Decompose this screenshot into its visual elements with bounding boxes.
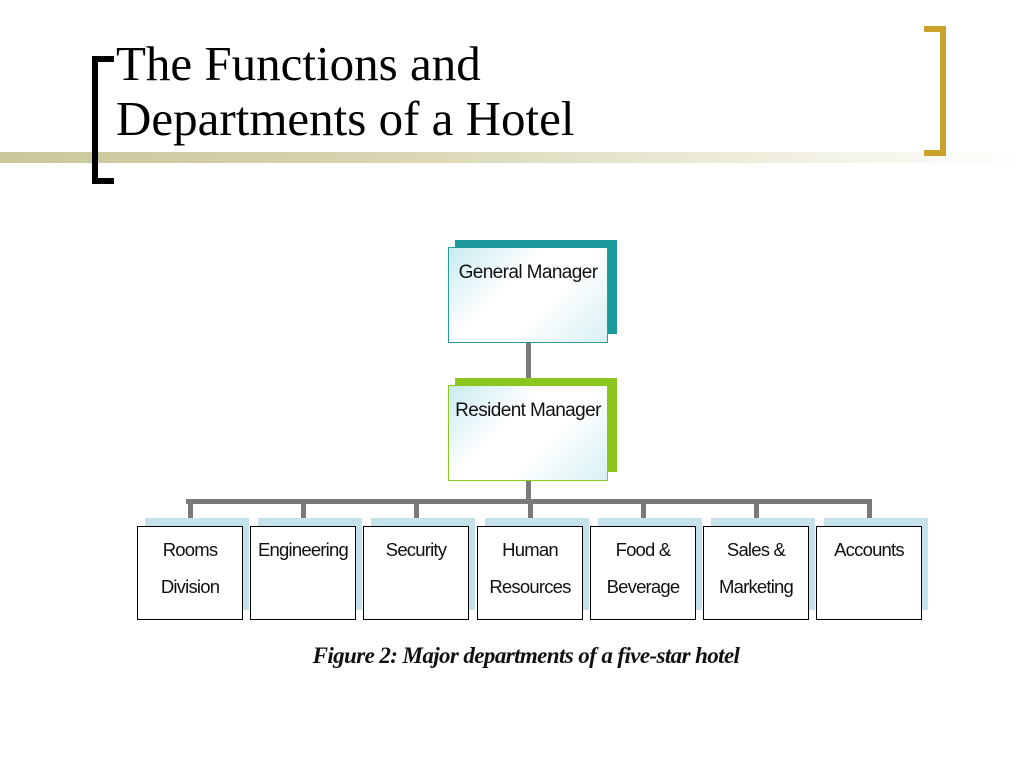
title-underline-stripe xyxy=(0,152,1024,163)
connector-drop xyxy=(301,502,306,520)
department-box: Engineering xyxy=(250,526,356,620)
connector-bus xyxy=(186,499,872,504)
department-box: Food & Beverage xyxy=(590,526,696,620)
connector-drop xyxy=(188,502,193,520)
department-label-line: Food & xyxy=(615,539,672,560)
slide-title: The Functions and Departments of a Hotel xyxy=(116,36,575,146)
figure-caption: Figure 2: Major departments of a five-st… xyxy=(312,643,740,668)
left-bracket-decoration xyxy=(92,56,114,184)
department-label-line: Human xyxy=(502,539,558,560)
resident-manager-box: Resident Manager xyxy=(448,385,608,481)
department-label-line: Beverage xyxy=(606,576,681,597)
department-label-line: Engineering xyxy=(258,539,349,560)
department-label-line: Resources xyxy=(489,576,571,597)
connector-drop xyxy=(754,502,759,520)
department-label-line: Rooms xyxy=(162,539,218,560)
connector-gm-rm xyxy=(526,342,531,382)
department-label-line: Security xyxy=(385,539,447,560)
resident-manager-label: Resident Manager xyxy=(455,400,601,421)
department-box: Accounts xyxy=(816,526,922,620)
department-label-line: Sales & xyxy=(726,539,786,560)
connector-drop xyxy=(867,502,872,520)
general-manager-box: General Manager xyxy=(448,247,608,343)
department-box: Sales & Marketing xyxy=(703,526,809,620)
general-manager-label: General Manager xyxy=(458,262,598,283)
connector-drop xyxy=(414,502,419,520)
connector-rm-bus xyxy=(526,480,531,502)
connector-drop xyxy=(641,502,646,520)
connector-drop xyxy=(528,502,533,520)
slide-title-line-1: The Functions and xyxy=(116,36,481,91)
right-bracket-decoration xyxy=(924,26,946,156)
department-box: Security xyxy=(363,526,469,620)
department-label-line: Division xyxy=(160,576,220,597)
slide-title-line-2: Departments of a Hotel xyxy=(116,91,575,146)
department-label-line: Marketing xyxy=(718,576,794,597)
department-label-line: Accounts xyxy=(834,539,905,560)
